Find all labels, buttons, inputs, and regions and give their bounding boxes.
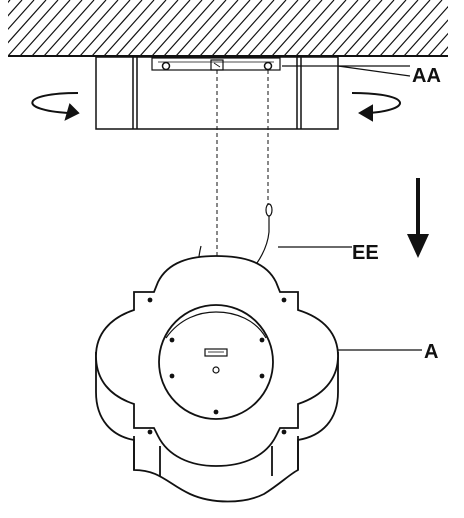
hatch-line: [79, 0, 131, 56]
hatch-line: [247, 0, 299, 56]
callout-ee: EE: [278, 242, 379, 264]
hatch-line: [379, 0, 431, 56]
hatch-line: [427, 32, 448, 56]
hatch-line: [307, 0, 359, 56]
hatch-line: [271, 0, 323, 56]
ceiling: [8, 0, 464, 57]
hatch-line: [415, 19, 448, 56]
hatch-line: [103, 0, 155, 56]
hatch-line: [91, 0, 143, 56]
hatch-line: [8, 0, 59, 56]
hatch-line: [127, 0, 179, 56]
hatch-line: [19, 0, 71, 56]
hatch-line: [452, 0, 464, 56]
arrow-down-icon: [407, 178, 429, 258]
hatch-line: [223, 0, 275, 56]
hatch-line: [115, 0, 167, 56]
hatch-line: [43, 0, 95, 56]
hatch-line: [67, 0, 119, 56]
hatch-line: [331, 0, 383, 56]
hatch-line: [391, 0, 443, 56]
label-aa: AA: [412, 65, 441, 87]
hatch-line: [259, 0, 311, 56]
hatch-line: [31, 0, 83, 56]
hatch-line: [163, 0, 215, 56]
hatch-line: [8, 0, 47, 44]
callout-aa: AA: [282, 65, 441, 87]
callout-a: A: [338, 341, 438, 363]
hatch-line: [8, 0, 35, 31]
hatch-line: [139, 0, 191, 56]
hatch-line: [187, 0, 239, 56]
hatch-line: [151, 0, 203, 56]
hatch-line: [367, 0, 419, 56]
hatch-line: [199, 0, 251, 56]
curved-arrow-right-icon: [351, 92, 401, 122]
light-fixture: [95, 255, 339, 503]
hatch-line: [55, 0, 107, 56]
hatch-line: [235, 0, 287, 56]
curved-arrow-left-icon: [31, 92, 80, 121]
hatch-line: [439, 46, 448, 56]
hatch-line: [355, 0, 407, 56]
hatch-line: [295, 0, 347, 56]
hatch-line: [343, 0, 395, 56]
hatch-line: [8, 0, 23, 17]
hatch-line: [283, 0, 335, 56]
label-a: A: [424, 341, 438, 363]
hatch-line: [319, 0, 371, 56]
hatch-line: [403, 5, 448, 56]
label-ee: EE: [352, 242, 379, 264]
hatch-line: [175, 0, 227, 56]
hatch-line: [211, 0, 263, 56]
